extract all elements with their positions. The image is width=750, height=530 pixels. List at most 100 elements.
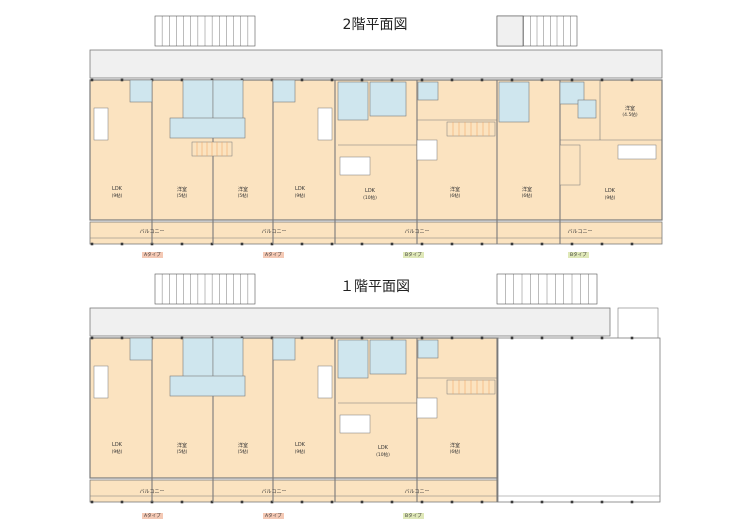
washroom <box>577 99 597 119</box>
f2-u4-ldk-size: (9帖) <box>604 196 616 201</box>
bathroom <box>337 81 369 121</box>
kitchen-counter <box>339 414 371 434</box>
f1-u3-bed-label: 洋室 <box>449 443 461 449</box>
column <box>630 500 634 504</box>
wc <box>417 81 439 101</box>
column <box>630 336 634 340</box>
bathroom <box>182 79 214 121</box>
column <box>90 500 94 504</box>
column <box>510 336 514 340</box>
f2-u3-bed-label: 洋室 <box>449 187 461 193</box>
kitchen-counter <box>93 365 109 399</box>
f2-u2-ldk-label: LDK <box>295 186 305 192</box>
column <box>240 500 244 504</box>
f2-type-a-label: Aタイプ <box>142 252 163 258</box>
column <box>510 78 514 82</box>
f1-balcony-label: バルコニー <box>404 489 430 495</box>
column <box>180 500 184 504</box>
kitchen-counter <box>339 156 371 176</box>
column <box>540 500 544 504</box>
closet <box>416 139 438 161</box>
f2-u3-ldk-size: (10帖) <box>363 196 377 201</box>
f1-type-a-label: Aタイプ <box>142 513 163 519</box>
column <box>270 242 274 246</box>
column <box>510 500 514 504</box>
floor-1-title: １階平面図 <box>340 279 410 295</box>
column <box>180 336 184 340</box>
column <box>420 336 424 340</box>
kitchen-counter <box>617 144 657 160</box>
column <box>480 78 484 82</box>
closet <box>416 397 438 419</box>
column <box>480 336 484 340</box>
open-area <box>497 337 661 503</box>
f2-u1-ldk-label: LDK <box>112 186 122 192</box>
washroom <box>169 375 246 397</box>
column <box>210 500 214 504</box>
column <box>300 242 304 246</box>
column <box>90 78 94 82</box>
column <box>450 500 454 504</box>
column <box>420 242 424 246</box>
column <box>600 78 604 82</box>
f2-balcony-label: バルコニー <box>261 229 287 235</box>
column <box>600 336 604 340</box>
kitchen-counter <box>317 107 333 141</box>
column <box>270 78 274 82</box>
wc <box>417 339 439 359</box>
column <box>360 242 364 246</box>
column <box>540 336 544 340</box>
f2-u1-bed-size: (5帖) <box>176 194 188 199</box>
column <box>180 78 184 82</box>
f1-balcony-label: バルコニー <box>139 489 165 495</box>
corridor <box>89 307 611 337</box>
washroom <box>169 117 246 139</box>
f2-balcony-label: バルコニー <box>567 229 593 235</box>
f1-u2-ldk-label: LDK <box>295 442 305 448</box>
f1-u1-ldk-label: LDK <box>112 442 122 448</box>
column <box>210 242 214 246</box>
column <box>270 500 274 504</box>
column <box>450 242 454 246</box>
column <box>390 78 394 82</box>
f1-u1-bed-size: (5帖) <box>176 450 188 455</box>
kitchen-counter <box>93 107 109 141</box>
f1-u3-bed-size: (6帖) <box>449 450 461 455</box>
column <box>390 500 394 504</box>
f1-balcony-label: バルコニー <box>261 489 287 495</box>
column <box>180 242 184 246</box>
column <box>120 336 124 340</box>
bathroom <box>337 339 369 379</box>
f2-u4-bed2-label: 洋室 <box>624 106 636 112</box>
column <box>480 242 484 246</box>
f2-u4-bed-label: 洋室 <box>521 187 533 193</box>
column <box>600 500 604 504</box>
f2-type-a-label: Aタイプ <box>263 252 284 258</box>
column <box>300 336 304 340</box>
column <box>120 78 124 82</box>
column <box>300 78 304 82</box>
f2-type-b-label: Bタイプ <box>568 252 589 258</box>
column <box>450 336 454 340</box>
bathroom <box>182 337 214 379</box>
washroom <box>369 81 407 117</box>
f1-u2-bed-label: 洋室 <box>237 443 249 449</box>
floor-2-title: 2階平面図 <box>342 17 408 33</box>
f2-u2-ldk-size: (9帖) <box>294 194 306 199</box>
column <box>240 242 244 246</box>
column <box>450 78 454 82</box>
f1-u3-ldk-label: LDK <box>378 445 388 451</box>
wc <box>559 81 585 105</box>
f2-u4-bed2-size: (4.5帖) <box>622 113 638 118</box>
column <box>570 78 574 82</box>
column <box>270 336 274 340</box>
column <box>510 242 514 246</box>
f2-type-b-label: Bタイプ <box>403 252 424 258</box>
f1-u2-bed-size: (5帖) <box>237 450 249 455</box>
column <box>390 336 394 340</box>
column <box>90 242 94 246</box>
balcony-strip <box>89 221 663 245</box>
f1-type-a-label: Aタイプ <box>263 513 284 519</box>
